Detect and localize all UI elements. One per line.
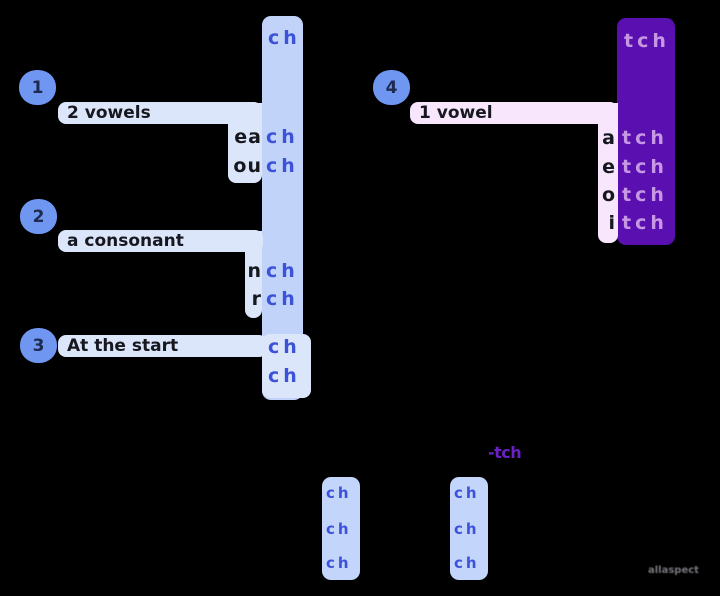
bottom-right-ch-2: ch (454, 520, 480, 538)
tch-callout-label: -tch (488, 443, 522, 462)
bottom-left-ch-1: ch (326, 484, 352, 502)
rule-1-badge: 1 (19, 70, 56, 105)
word-itch-suffix: tch (622, 212, 668, 234)
word-otch-prefix: o (601, 184, 616, 206)
word-rch-suffix: ch (266, 288, 299, 310)
rule-2-badge: 2 (20, 199, 57, 234)
word-atch-suffix: tch (622, 127, 668, 149)
rule-3-word-box (262, 334, 311, 398)
bottom-left-ch-3: ch (326, 554, 352, 572)
ch-column-header: ch (268, 27, 301, 49)
rule-2-number: 2 (32, 206, 45, 227)
rule-4-label: 1 vowel (410, 102, 618, 124)
word-etch-suffix: tch (622, 156, 668, 178)
tch-column (617, 18, 675, 245)
bottom-right-ch-1: ch (454, 484, 480, 502)
word-nch-suffix: ch (266, 260, 299, 282)
rule-2-word-box (245, 231, 262, 318)
bottom-left-ch-2: ch (326, 520, 352, 538)
word-each-prefix: ea (234, 126, 262, 148)
word-ouch-suffix: ch (266, 155, 299, 177)
word-ch-start-2: ch (268, 365, 301, 387)
rule-4-badge: 4 (373, 70, 410, 105)
rule-2-label: a consonant (58, 230, 263, 252)
rule-3-label: At the start (58, 335, 267, 357)
bottom-right-ch-column: ch ch ch (450, 477, 488, 580)
word-ouch-prefix: ou (233, 155, 262, 177)
word-etch-prefix: e (602, 156, 616, 178)
word-rch-prefix: r (251, 288, 262, 310)
word-ch-start-1: ch (268, 336, 301, 358)
rule-3-badge: 3 (20, 328, 57, 363)
bottom-left-ch-column: ch ch ch (322, 477, 360, 580)
word-otch-suffix: tch (622, 184, 668, 206)
word-nch-prefix: n (247, 260, 262, 282)
rule-1-number: 1 (31, 77, 44, 98)
word-itch-prefix: i (608, 212, 616, 234)
rule-4-word-box (598, 103, 618, 243)
tch-column-header: tch (624, 30, 670, 52)
rule-3-number: 3 (32, 335, 45, 356)
word-each-suffix: ch (266, 126, 299, 148)
watermark-logo: allaspect (648, 565, 699, 576)
rule-1-label: 2 vowels (58, 102, 262, 124)
word-atch-prefix: a (602, 127, 616, 149)
rule-4-number: 4 (385, 77, 398, 98)
bottom-right-ch-3: ch (454, 554, 480, 572)
